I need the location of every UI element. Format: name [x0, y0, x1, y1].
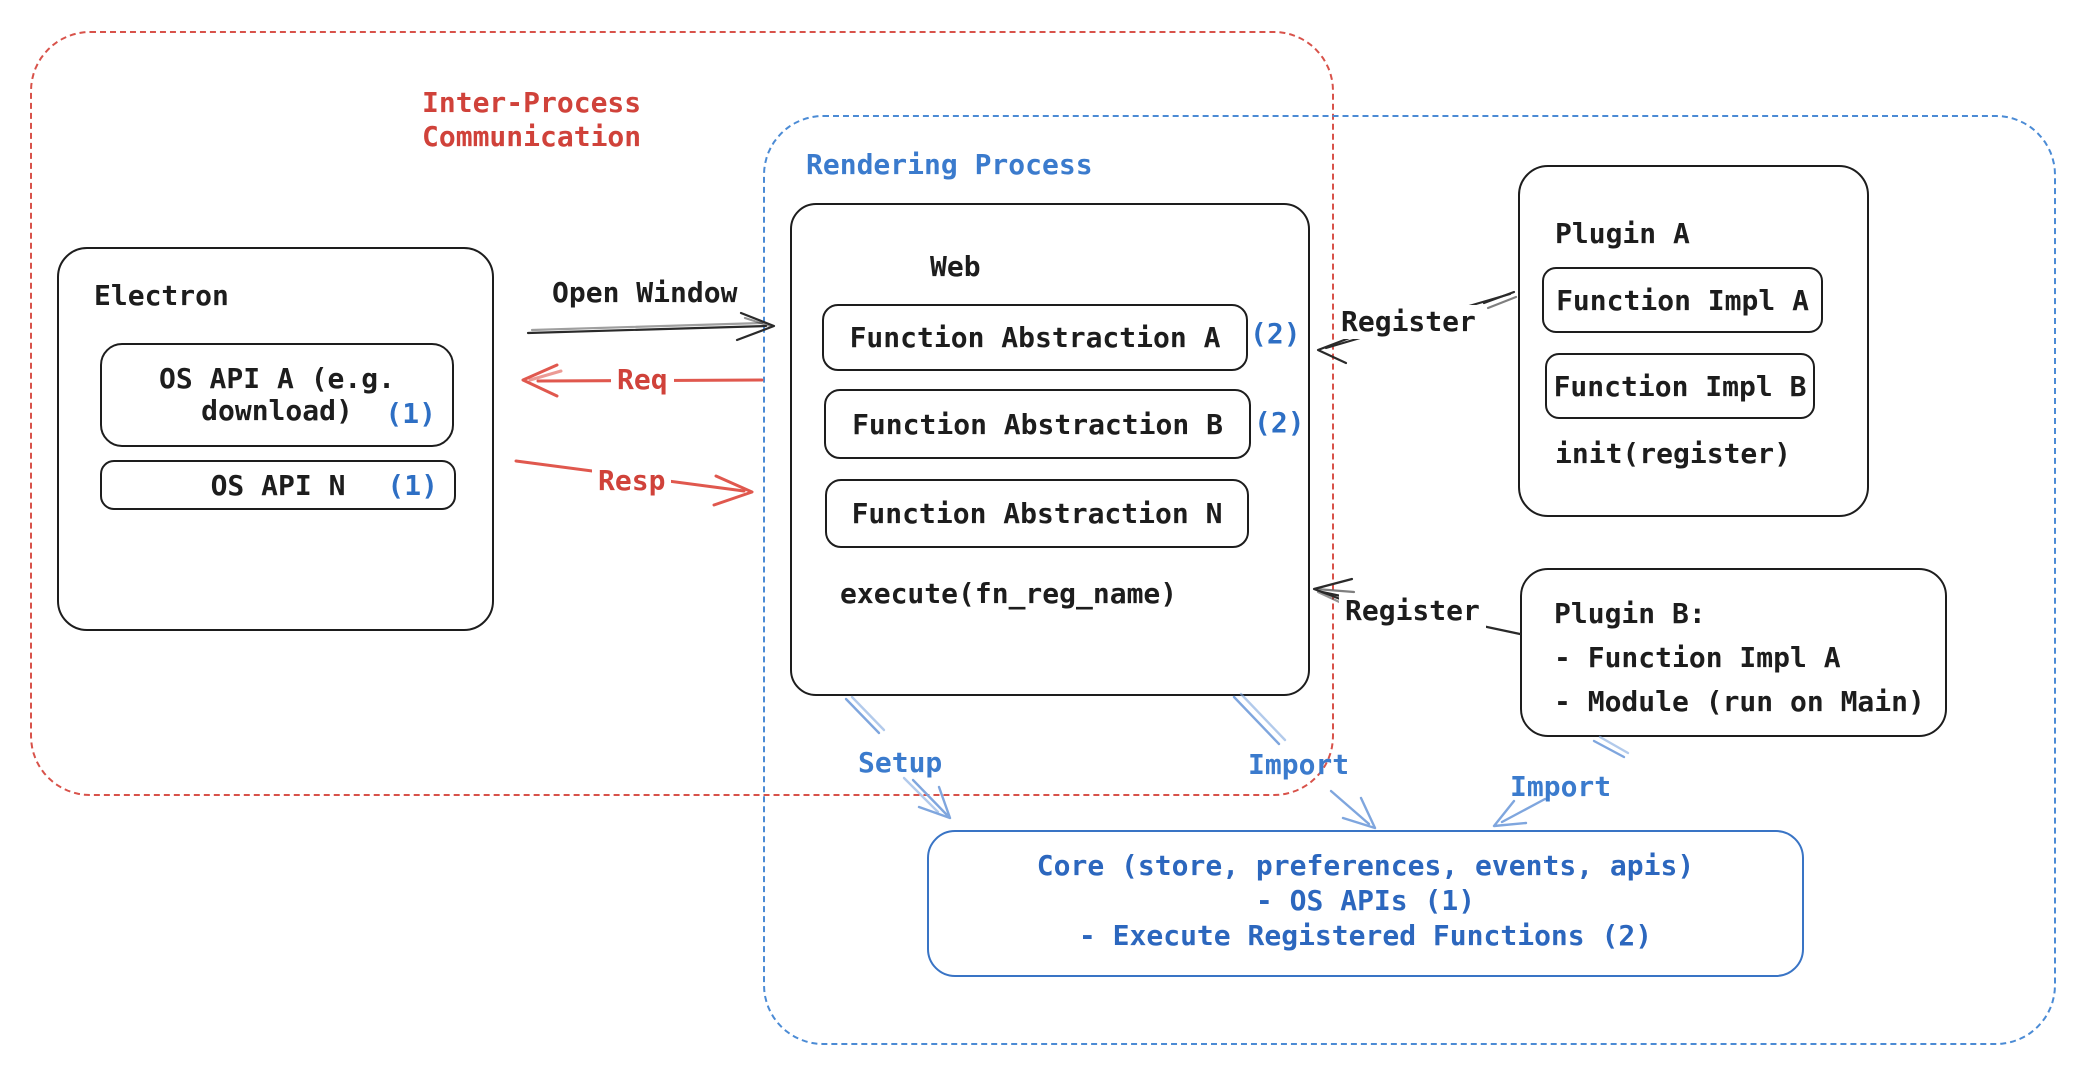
open-window-label: Open Window	[552, 276, 738, 309]
ipc-region	[30, 31, 1334, 796]
resp-label: Resp	[592, 464, 672, 498]
rendering-process-region	[763, 115, 2056, 1045]
os-api-n-box: OS API N (1)	[100, 460, 456, 510]
core-line-1: Core (store, preferences, events, apis)	[1036, 849, 1695, 882]
os-api-a-box: OS API A (e.g. download) (1)	[100, 343, 454, 447]
plugin-b-item-2: - Module (run on Main)	[1554, 685, 1925, 718]
import-plugin-label: Import	[1510, 770, 1612, 803]
ipc-region-label: Inter-Process Communication	[422, 86, 642, 153]
register-top-label: Register	[1335, 305, 1482, 339]
function-abstraction-b-badge: (2)	[1254, 406, 1305, 439]
core-content: Core (store, preferences, events, apis) …	[929, 832, 1802, 953]
function-abstraction-b-box: Function Abstraction B	[824, 389, 1251, 459]
plugin-b-box: Plugin B: - Function Impl A - Module (ru…	[1520, 568, 1947, 737]
electron-title: Electron	[94, 279, 229, 312]
execute-label: execute(fn_reg_name)	[840, 577, 1178, 610]
os-api-n-badge: (1)	[387, 468, 438, 502]
core-line-2: - OS APIs (1)	[1255, 884, 1476, 917]
function-impl-b-box: Function Impl B	[1545, 353, 1815, 419]
os-api-a-badge: (1)	[385, 397, 436, 430]
plugin-a-box: Plugin A Function Impl A Function Impl B…	[1518, 165, 1869, 517]
import-web-label: Import	[1248, 748, 1350, 781]
web-title: Web	[930, 250, 981, 283]
function-impl-a-box: Function Impl A	[1542, 267, 1823, 333]
electron-box: Electron OS API A (e.g. download) (1) OS…	[57, 247, 494, 631]
function-abstraction-a-box: Function Abstraction A	[822, 304, 1248, 371]
plugin-b-content: Plugin B: - Function Impl A - Module (ru…	[1554, 592, 1925, 724]
web-box: Web Function Abstraction A (2) Function …	[790, 203, 1310, 696]
core-box: Core (store, preferences, events, apis) …	[927, 830, 1804, 977]
os-api-n-label: OS API N	[210, 468, 346, 502]
rendering-process-label: Rendering Process	[806, 148, 1093, 181]
req-label: Req	[611, 363, 674, 397]
plugin-b-title: Plugin B:	[1554, 597, 1706, 630]
plugin-b-item-1: - Function Impl A	[1554, 641, 1841, 674]
function-abstraction-n-box: Function Abstraction N	[825, 479, 1249, 548]
os-api-a-label: OS API A (e.g. download)	[158, 362, 395, 427]
function-abstraction-a-badge: (2)	[1250, 317, 1301, 350]
plugin-a-title: Plugin A	[1555, 217, 1690, 250]
register-bottom-label: Register	[1339, 594, 1486, 628]
plugin-a-init-label: init(register)	[1555, 437, 1792, 470]
core-line-3: - Execute Registered Functions (2)	[1078, 919, 1653, 952]
setup-label: Setup	[858, 746, 943, 779]
